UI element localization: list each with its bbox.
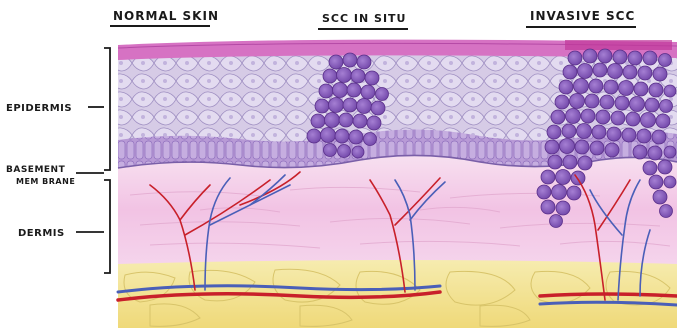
label-membrane: MEM BRANE <box>16 177 75 186</box>
header-scc-in-situ: SCC IN SITU <box>322 12 406 25</box>
label-epidermis: EPIDERMIS <box>6 103 72 114</box>
header-invasive-scc: INVASIVE SCC <box>530 9 635 23</box>
label-basement: BASEMENT <box>6 165 66 175</box>
label-dermis: DERMIS <box>18 228 65 239</box>
epidermis-bracket <box>104 48 110 170</box>
dermis-bracket <box>104 180 110 273</box>
layer-labels: EPIDERMIS BASEMENT MEM BRANE DERMIS <box>6 48 110 273</box>
section-headers: NORMAL SKIN SCC IN SITU INVASIVE SCC <box>110 9 636 29</box>
header-normal-skin: NORMAL SKIN <box>113 9 219 23</box>
